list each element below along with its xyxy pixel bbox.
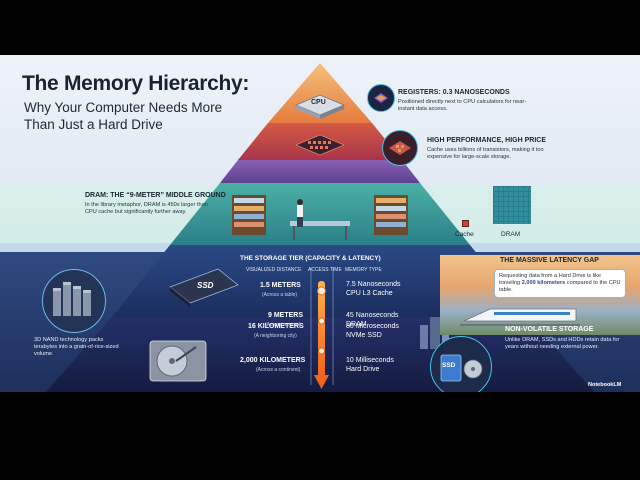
latency-gap-text-after: compared to the CPU table.: [499, 280, 621, 293]
row-distance: 16 KILOMETERS: [248, 323, 304, 330]
row-distance: 1.5 METERS: [260, 282, 301, 289]
memory-pyramid: [46, 63, 594, 392]
infographic-canvas: The Memory Hierarchy: Why Your Computer …: [0, 55, 640, 392]
row-distance: 9 METERS: [268, 312, 304, 319]
cache-text: Cache uses billions of transistors, maki…: [427, 147, 544, 160]
registers-icon: [367, 84, 395, 112]
non-volatile-text: Unlike DRAM, SSDs and HDDs retain data f…: [505, 337, 620, 350]
row-time: 7.5 Nanoseconds: [346, 281, 401, 288]
col-distance: VISUALIZED DISTANCE: [246, 267, 302, 273]
row-type: DRAM: [346, 321, 367, 328]
row-time: 10 Milliseconds: [346, 357, 394, 364]
row-note: (A neighboring city): [254, 333, 297, 339]
cache-icon: [382, 130, 418, 166]
pyramid-layer-registers: [268, 63, 372, 123]
row-note: (Across a room): [265, 322, 301, 328]
row-type: NVMe SSD: [346, 332, 382, 339]
hdd-graphic: [149, 340, 207, 382]
row-note: (Across a continent): [256, 367, 301, 373]
non-volatile-icon: [430, 336, 492, 392]
latency-arrow: [314, 281, 329, 389]
brand-label: NotebookLM: [588, 382, 622, 388]
dram-text: In the library metaphor, DRAM is 450x la…: [85, 202, 208, 215]
row-time: 45 Nanoseconds: [346, 312, 399, 319]
latency-gap-text-before: Requesting data from a Hard Drive is lik…: [499, 273, 601, 286]
row-distance: 2,000 KILOMETERS: [240, 357, 306, 364]
cache-chip-graphic: [295, 134, 345, 156]
page-subtitle: Why Your Computer Needs More Than Just a…: [24, 100, 223, 132]
col-type: MEMORY TYPE: [345, 267, 382, 273]
non-volatile-ssd-label: SSD: [442, 362, 456, 369]
registers-heading: REGISTERS: 0.3 NANOSECONDS: [398, 89, 510, 96]
ssd-drive-graphic: [169, 268, 239, 307]
latency-gap-distance: 2,000 kilometers: [521, 280, 566, 286]
dram-heading: DRAM: THE “9-METER” MIDDLE GROUND: [85, 192, 226, 199]
cache-heading: HIGH PERFORMANCE, HIGH PRICE: [427, 137, 547, 144]
non-volatile-heading: NON-VOLATILE STORAGE: [505, 326, 594, 333]
storage-tier-heading: THE STORAGE TIER (CAPACITY & LATENCY): [240, 255, 381, 262]
cache-legend: Cache: [455, 231, 474, 238]
row-type: Hard Drive: [346, 366, 380, 373]
page-title: The Memory Hierarchy:: [22, 72, 250, 95]
train-graphic: [460, 308, 580, 326]
ssd-drive-label: SSD: [197, 281, 214, 290]
row-time: 80 Microseconds: [346, 323, 399, 330]
row-note: (Across a table): [262, 292, 298, 298]
latency-gap-bubble: Requesting data from a Hard Drive is lik…: [494, 269, 626, 298]
col-access: ACCESS TIME: [308, 267, 342, 273]
dram-legend: DRAM: [501, 231, 521, 238]
registers-text: Positioned directly next to CPU calculat…: [398, 99, 527, 112]
cpu-chip-graphic: [294, 94, 346, 119]
latency-gap-heading: THE MASSIVE LATENCY GAP: [500, 257, 599, 264]
library-scene-graphic: [232, 195, 408, 240]
row-type: CPU L3 Cache: [346, 290, 393, 297]
cpu-chip-label: CPU: [311, 99, 326, 106]
dram-size-square: [493, 186, 531, 224]
cache-size-square: [462, 220, 469, 227]
nand-text: 3D NAND technology packs terabytes into …: [34, 337, 119, 357]
nand-stack-icon: [42, 269, 106, 333]
